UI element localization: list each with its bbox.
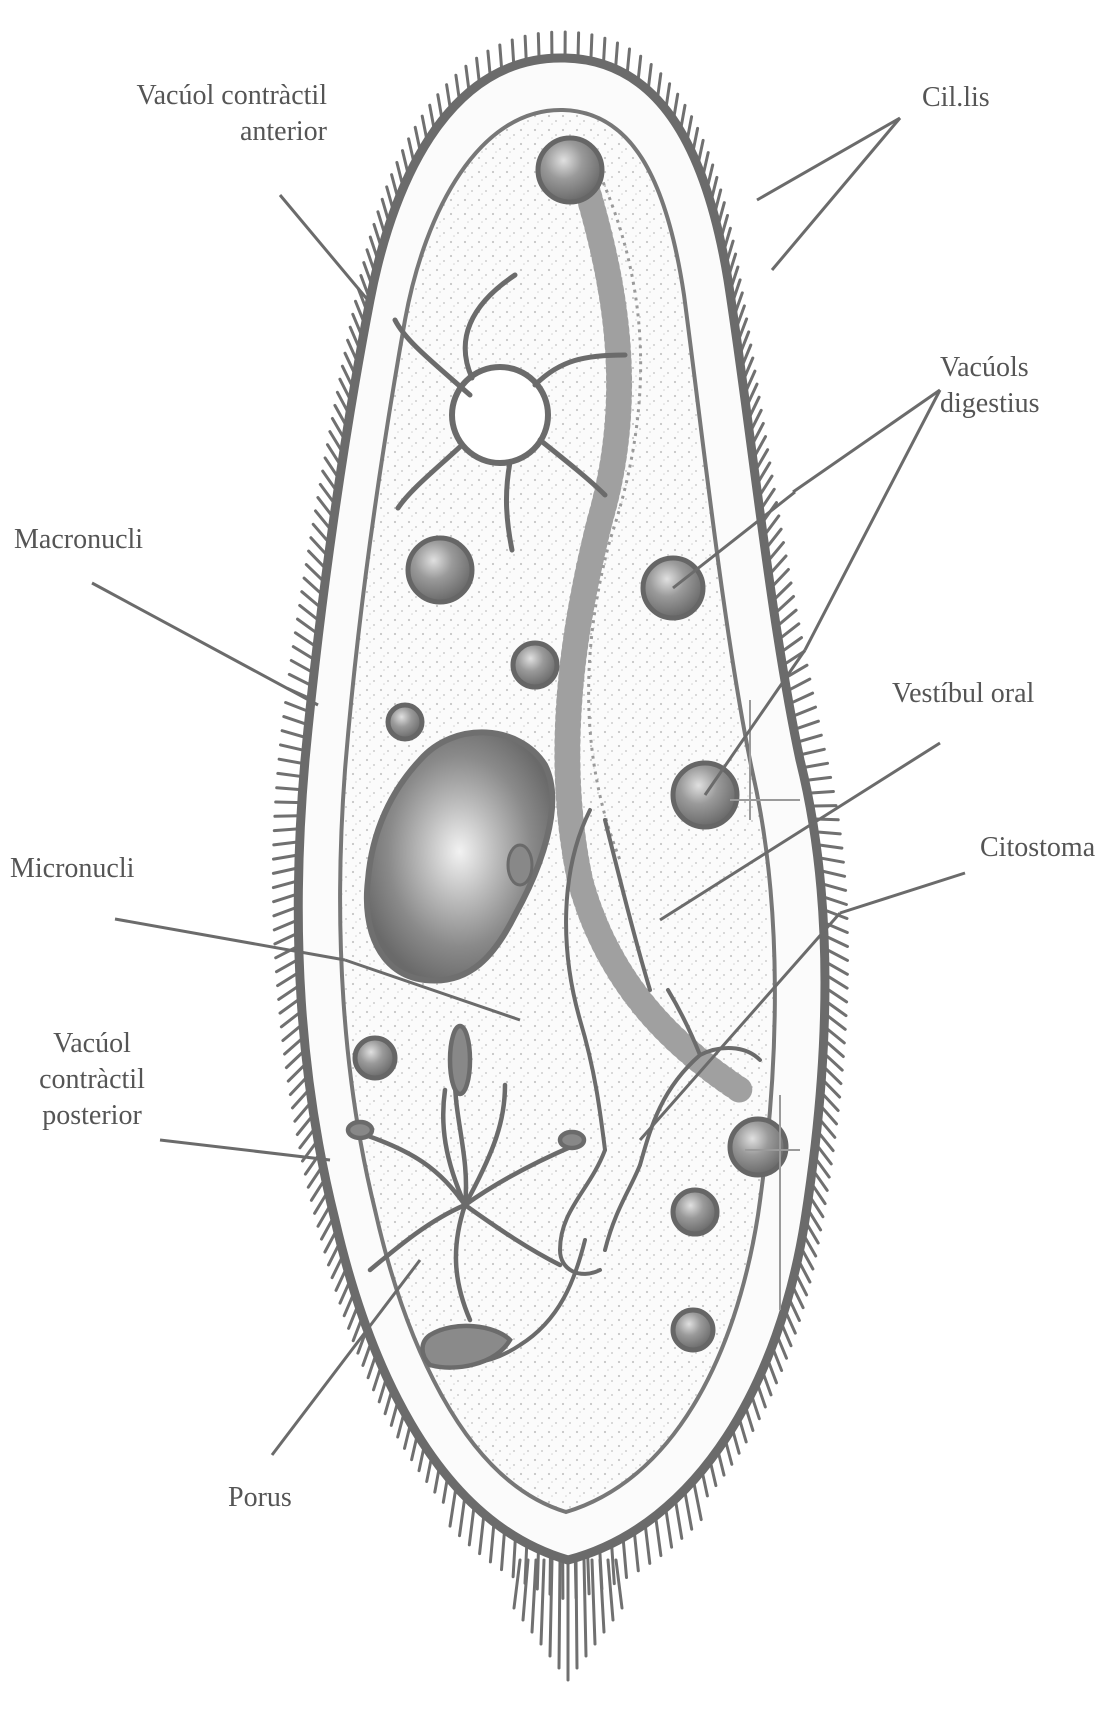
- label-anterior-contractile-vacuole: Vacúol contràctil anterior: [92, 78, 327, 150]
- caudal-cilium: [584, 1560, 586, 1656]
- micronucleus: [508, 845, 532, 885]
- caudal-cilium: [550, 1560, 552, 1656]
- caudal-cilium: [559, 1560, 560, 1668]
- label-pore: Porus: [228, 1480, 292, 1516]
- label-oral-vestibule: Vestíbul oral: [892, 676, 1034, 712]
- label-posterior-contractile-vacuole: Vacúol contràctil posterior: [22, 1026, 162, 1134]
- caudal-cilium: [541, 1560, 544, 1644]
- label-cytostome: Citostoma: [980, 830, 1095, 866]
- caudal-cilium: [576, 1560, 577, 1668]
- caudal-cilium: [532, 1560, 536, 1632]
- label-cilia: Cil.lis: [922, 80, 990, 116]
- caudal-cilium: [592, 1560, 595, 1644]
- label-micronucleus: Micronucli: [10, 851, 134, 887]
- label-macronucleus: Macronucli: [14, 522, 143, 558]
- label-digestive-vacuoles: Vacúols digestius: [940, 350, 1040, 422]
- caudal-cilium: [600, 1560, 604, 1632]
- caudal-cilium: [616, 1560, 622, 1608]
